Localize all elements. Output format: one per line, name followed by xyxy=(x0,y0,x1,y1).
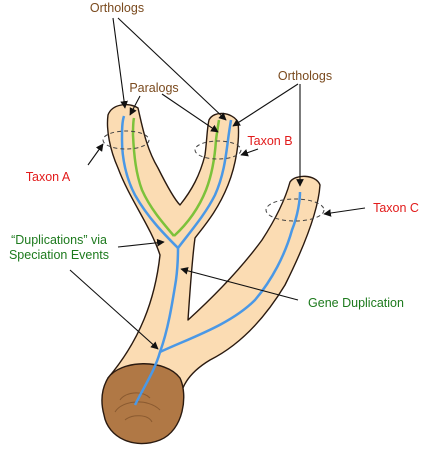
species-tree-branches xyxy=(106,103,321,399)
taxon-c-arrow xyxy=(323,207,366,217)
stump-top xyxy=(101,363,185,445)
orthologs-top-arrow-a xyxy=(112,17,128,109)
speciation-arrow-a xyxy=(117,238,165,248)
gene-lineage-taxon-b xyxy=(177,119,233,249)
taxon-a-ring xyxy=(102,130,150,150)
orthologs-right-arrow-b xyxy=(232,83,299,127)
taxon-b-arrow xyxy=(240,148,259,157)
taxon-a-arrow xyxy=(87,143,104,166)
duplications-label-line2: Speciation Events xyxy=(9,248,109,262)
paralogs-arrow-b xyxy=(161,93,219,133)
gene-lineage-taxon-a xyxy=(120,115,179,249)
gene-lineage-root xyxy=(133,247,180,406)
taxon-a-label: Taxon A xyxy=(26,170,71,184)
gene-duplication-label: Gene Duplication xyxy=(308,296,404,310)
taxon-c-label: Taxon C xyxy=(373,201,419,215)
orthologs-top-label: Orthologs xyxy=(90,1,144,15)
orthologs-top-arrow-b xyxy=(117,17,227,121)
orthologs-right-label: Orthologs xyxy=(278,69,332,83)
gene-duplication-arrow xyxy=(180,267,299,301)
gene-lineage-taxon-c xyxy=(159,191,302,354)
paralogs-label: Paralogs xyxy=(129,81,178,95)
speciation-arrow-b xyxy=(69,269,159,350)
duplications-label-line1: “Duplications” via xyxy=(11,233,107,247)
paralogs-arrow-a xyxy=(129,95,141,116)
paralog-lineage-a xyxy=(131,117,175,237)
taxon-b-label: Taxon B xyxy=(247,134,292,148)
